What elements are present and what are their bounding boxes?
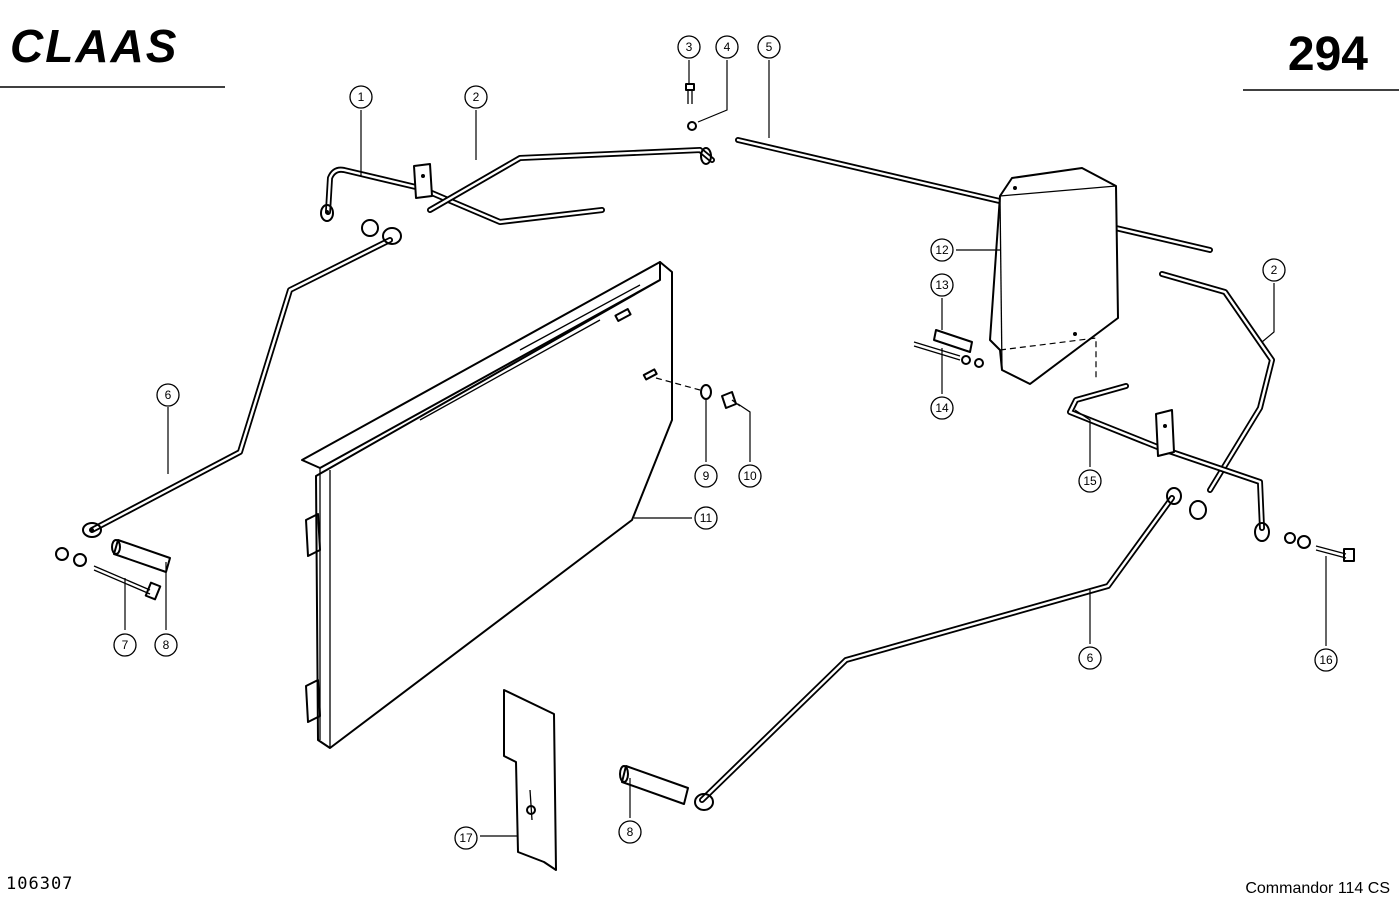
callout-1: 1: [349, 85, 373, 109]
model-name: Commandor 114 CS: [1245, 880, 1390, 897]
svg-text:11: 11: [700, 511, 713, 525]
part-1-bracket-rod: [320, 166, 605, 225]
part-13-spacer: [933, 329, 973, 353]
callout-11: 11: [694, 506, 718, 530]
svg-text:10: 10: [743, 469, 757, 483]
callout-6-left: 6: [156, 383, 180, 407]
svg-text:13: 13: [935, 278, 949, 292]
svg-text:16: 16: [1319, 653, 1333, 667]
part-6-link-rod-left: [82, 219, 402, 538]
svg-text:1: 1: [358, 90, 365, 104]
callout-14: 14: [930, 396, 954, 420]
callout-13: 13: [930, 273, 954, 297]
callout-16: 16: [1314, 648, 1338, 672]
callout-12: 12: [930, 238, 954, 262]
page-number: 294: [1288, 28, 1368, 81]
part-16-bolt-right: [1284, 532, 1355, 562]
svg-text:6: 6: [165, 388, 172, 402]
svg-text:4: 4: [724, 40, 731, 54]
svg-text:17: 17: [459, 831, 473, 845]
svg-text:7: 7: [122, 638, 129, 652]
callout-9: 9: [694, 464, 718, 488]
part-6-link-rod-right: [694, 487, 1207, 811]
leader-lines: [124, 60, 1327, 837]
brand-logo: CLAAS: [10, 20, 178, 72]
svg-text:8: 8: [163, 638, 170, 652]
part-9-washer: [700, 384, 712, 400]
callout-4: 4: [715, 35, 739, 59]
svg-text:15: 15: [1083, 474, 1097, 488]
callout-7: 7: [113, 633, 137, 657]
brand-text: CLAAS: [10, 20, 178, 72]
callout-17: 17: [454, 826, 478, 850]
part-15-bracket-rod-right: [1067, 383, 1270, 542]
callout-2-right: 2: [1262, 258, 1286, 282]
svg-text:5: 5: [766, 40, 773, 54]
svg-text:9: 9: [703, 469, 710, 483]
part-2-upper-rod-right: [1159, 271, 1275, 493]
part-8-sleeve-left: [111, 539, 171, 573]
drawing-number: 106307: [6, 874, 73, 894]
svg-text:14: 14: [935, 401, 949, 415]
mounting-plate-left: [413, 163, 433, 199]
callout-2-left: 2: [464, 85, 488, 109]
part-10-screw: [721, 391, 741, 409]
svg-text:2: 2: [1271, 263, 1278, 277]
callout-3: 3: [677, 35, 701, 59]
part-3-bolt-top: [685, 83, 695, 104]
svg-text:8: 8: [627, 825, 634, 839]
svg-text:12: 12: [935, 243, 949, 257]
callout-6-right: 6: [1078, 646, 1102, 670]
callout-8-left: 8: [154, 633, 178, 657]
part-5-long-shaft: [735, 137, 1213, 253]
part-12-guard-housing: [989, 167, 1119, 385]
part-2-upper-rod-left: [427, 147, 715, 213]
assembly-line-9: [655, 377, 701, 391]
callout-10: 10: [738, 464, 762, 488]
svg-text:2: 2: [473, 90, 480, 104]
part-14-bolt: [913, 341, 984, 368]
callout-5: 5: [757, 35, 781, 59]
part-7-bolt-left: [55, 547, 162, 601]
svg-text:6: 6: [1087, 651, 1094, 665]
part-4-nut-top: [687, 121, 697, 131]
part-17-cover-plate: [503, 689, 557, 871]
callout-8-right: 8: [618, 820, 642, 844]
part-8-sleeve-right: [619, 765, 689, 805]
callout-15: 15: [1078, 469, 1102, 493]
svg-text:3: 3: [686, 40, 693, 54]
part-11-side-panel: [301, 261, 673, 749]
